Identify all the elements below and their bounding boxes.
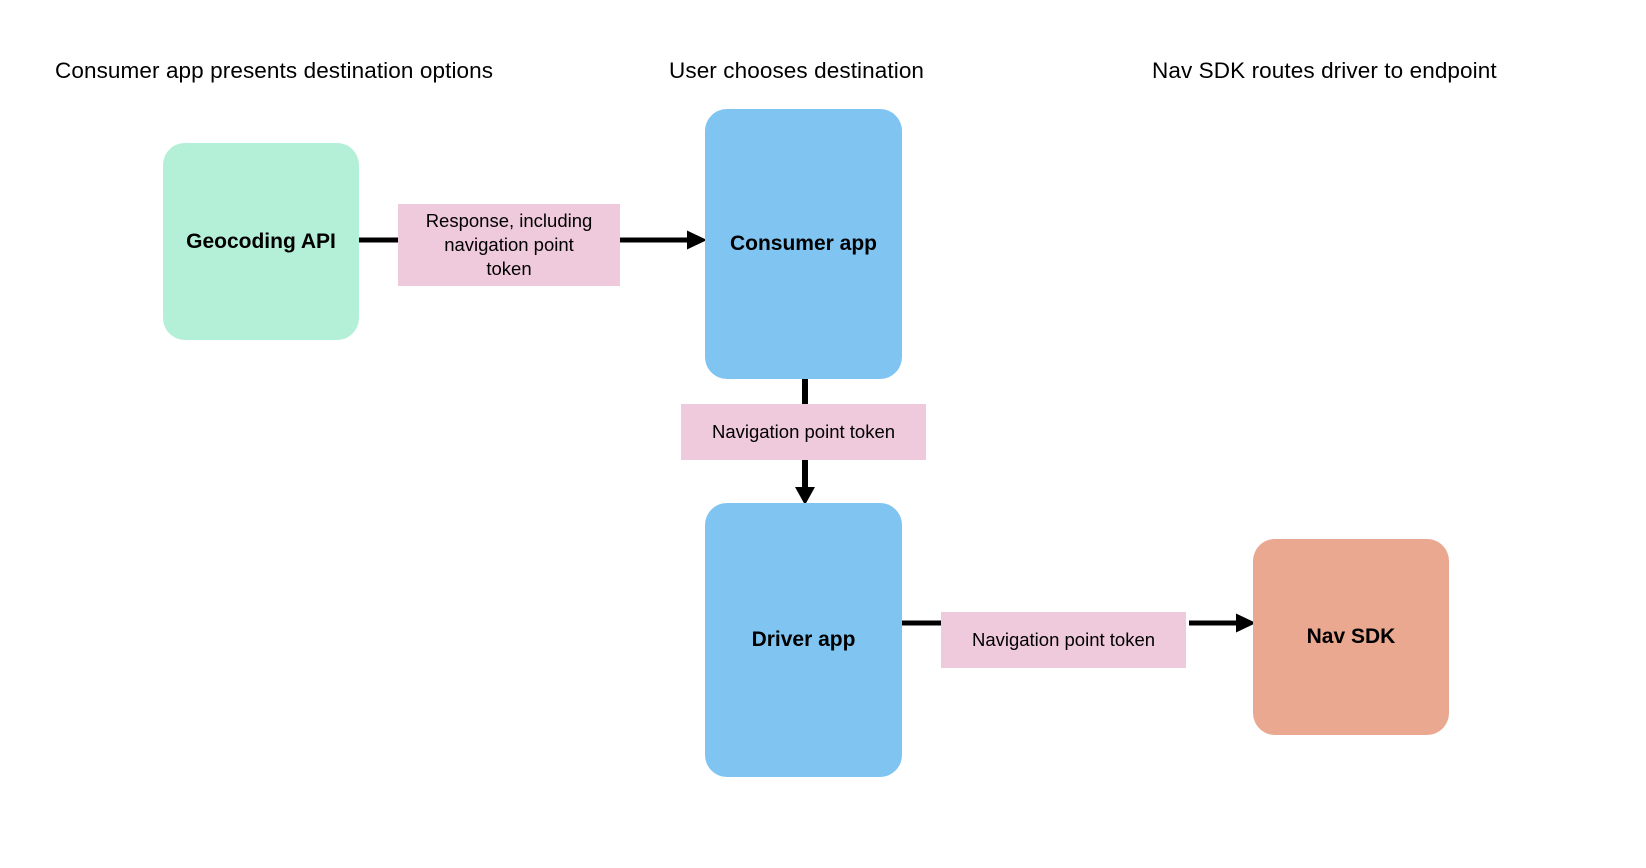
edge-label-response-navigation-point-token: Response, including navigation point tok… [398, 204, 620, 286]
edge-label-navigation-point-token-horizontal-text: Navigation point token [971, 629, 1156, 651]
edge-label-navigation-point-token-vertical: Navigation point token [681, 404, 926, 460]
node-consumer-app[interactable]: Consumer app [705, 109, 902, 379]
node-consumer-app-label: Consumer app [729, 232, 878, 255]
arrow-geocoding-to-consumer [357, 228, 707, 252]
edge-label-navigation-point-token-vertical-text: Navigation point token [711, 421, 896, 443]
edge-label-navigation-point-token-horizontal: Navigation point token [941, 612, 1186, 668]
node-geocoding-api-label: Geocoding API [186, 229, 336, 253]
column-header-consumer: Consumer app presents destination option… [55, 58, 494, 83]
column-header-navsdk: Nav SDK routes driver to endpoint [1152, 58, 1497, 83]
edge-label-response-line1: Response, including [425, 210, 593, 232]
node-nav-sdk-label: Nav SDK [1306, 625, 1396, 648]
node-nav-sdk[interactable]: Nav SDK [1253, 539, 1449, 735]
edge-label-response-line2: navigation point [444, 234, 574, 256]
node-driver-app-label: Driver app [751, 628, 856, 651]
edge-label-response-line3: token [486, 257, 532, 279]
column-header-user: User chooses destination [669, 58, 925, 83]
node-driver-app[interactable]: Driver app [705, 503, 902, 777]
node-geocoding-api[interactable]: Geocoding API [163, 143, 359, 340]
arrow-driver-to-navsdk [900, 611, 1256, 635]
